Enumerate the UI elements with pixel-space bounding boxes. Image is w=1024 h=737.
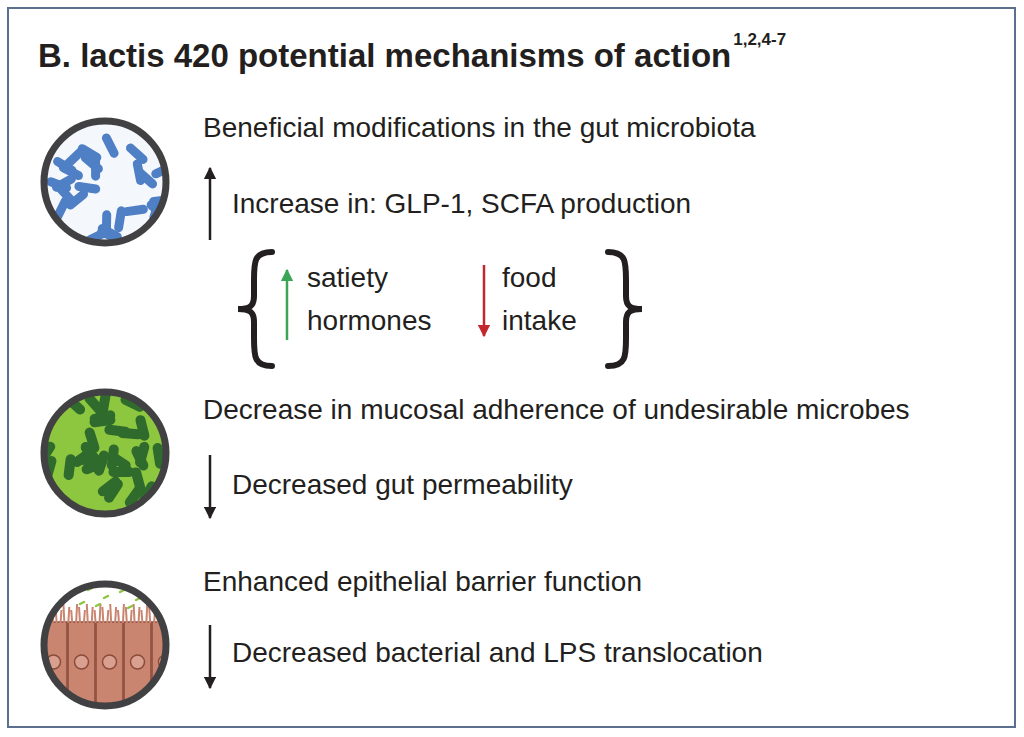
microvillus (165, 610, 166, 623)
microvillus (110, 604, 111, 623)
microbiota-circle (45, 122, 165, 242)
microvillus (115, 607, 116, 623)
bacterium (83, 426, 100, 454)
circle-border (44, 121, 166, 243)
cell (96, 622, 123, 712)
mechanism-text: Decrease in mucosal adherence of undesir… (203, 393, 910, 427)
bacterium (113, 206, 126, 233)
bacterium (54, 182, 78, 207)
nucleus (131, 655, 145, 669)
mechanism-text: satiety hormones (307, 256, 467, 342)
bacterium (79, 151, 105, 175)
bacterium (134, 414, 150, 442)
microvillus (118, 610, 119, 623)
microvillus (100, 604, 101, 623)
microvillus (76, 604, 77, 623)
microbe-dot (128, 606, 132, 608)
microvillus (131, 610, 132, 623)
microvillus (95, 610, 96, 623)
mechanism-text: Decreased bacterial and LPS translocatio… (232, 636, 763, 670)
mechanism-text: Enhanced epithelial barrier function (203, 565, 642, 599)
microvillus (92, 607, 93, 623)
nucleus (75, 655, 89, 669)
microvillus (134, 604, 135, 623)
microvillus (87, 604, 88, 623)
microvillus (61, 610, 62, 623)
circle-border (44, 584, 166, 706)
microvillus (68, 607, 69, 623)
microvillus (107, 610, 108, 623)
microvillus (149, 607, 150, 623)
microvillus (126, 607, 127, 623)
microvillus (173, 607, 174, 623)
microbe-dot (80, 602, 84, 604)
microvillus (63, 604, 64, 623)
red-down-arrow (483, 265, 486, 336)
microvillus (84, 610, 85, 623)
microvillus (139, 607, 140, 623)
decrease-arrow (209, 625, 212, 688)
microbe-dot (104, 596, 108, 598)
mechanism-text: Beneficial modifications in the gut micr… (203, 111, 756, 145)
bacterium (96, 475, 123, 499)
microvillus (102, 607, 103, 623)
mechanism-text: Increase in: GLP-1, SCFA production (232, 187, 691, 221)
microvillus (146, 604, 147, 623)
bacterium (74, 181, 101, 194)
microvillus (178, 610, 179, 623)
microvillus (123, 604, 124, 623)
microvillus (79, 607, 80, 623)
title: B. lactis 420 potential mechanisms of ac… (38, 36, 731, 76)
circle-border (44, 392, 166, 514)
bacterium (134, 441, 151, 469)
microvillus (71, 610, 72, 623)
mechanism-text: Decreased gut permeability (232, 468, 573, 502)
bacterium (132, 159, 146, 186)
microvillus (40, 604, 41, 623)
bacterium (100, 132, 120, 159)
bacterium (93, 449, 111, 477)
left-brace (238, 252, 272, 366)
panel-frame (8, 8, 1015, 727)
nucleus (103, 655, 117, 669)
bacterium (104, 424, 131, 437)
decrease-arrow (209, 455, 212, 518)
increase-arrow (209, 168, 212, 240)
bacterium (105, 450, 132, 473)
mechanism-text: food intake (502, 256, 602, 342)
green-up-arrow (286, 270, 289, 340)
right-brace (608, 252, 642, 366)
microvillus (141, 610, 142, 623)
bacterium (63, 454, 76, 481)
microvillus (170, 604, 171, 623)
reference-superscript: 1,2,4-7 (733, 30, 786, 50)
bacterium (130, 466, 147, 494)
microbe-dot (96, 604, 100, 606)
